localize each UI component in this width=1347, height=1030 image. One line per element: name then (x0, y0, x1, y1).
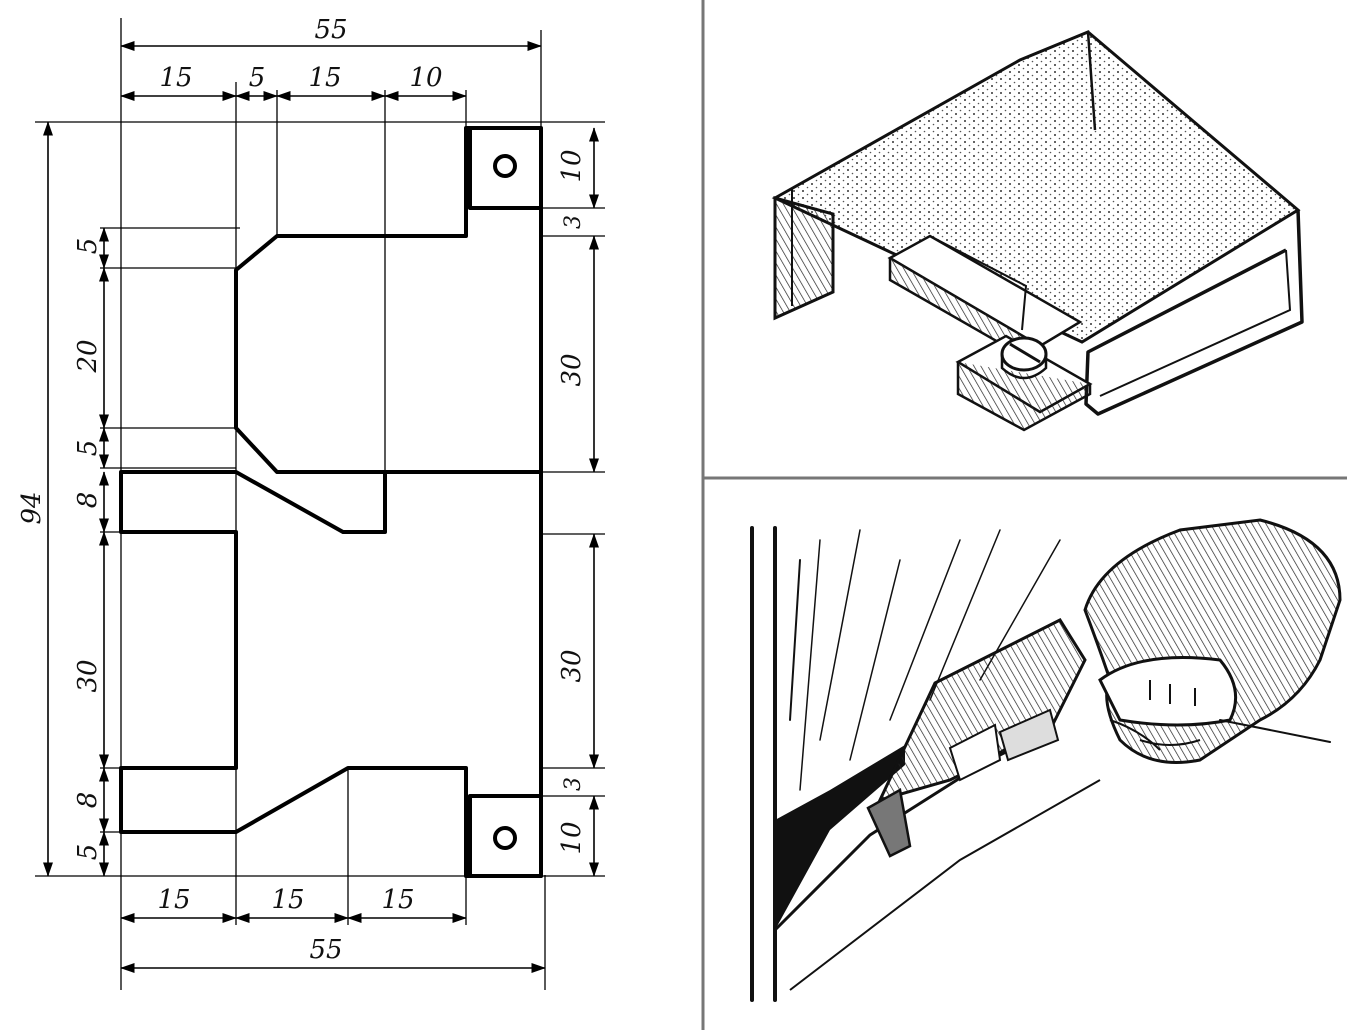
dim-right-e: 3 (561, 777, 586, 791)
part-outline (119, 126, 543, 878)
dim-right-b: 3 (561, 215, 586, 229)
dim-left-total: 94 (17, 491, 47, 524)
dim-left-g: 5 (73, 844, 103, 861)
dim-top-seg1: 15 (159, 63, 192, 93)
dim-top-seg2: 5 (249, 63, 266, 93)
dim-top-overall: 55 (314, 15, 347, 45)
clip-left-tab (773, 196, 835, 321)
dim-bottom-seg2: 15 (271, 885, 304, 915)
dim-right-a: 10 (557, 149, 587, 182)
panel-dividers (701, 0, 1347, 1030)
dim-bottom-overall: 55 (309, 935, 342, 965)
dim-left-d: 8 (73, 492, 103, 509)
dim-left-b: 20 (73, 339, 103, 373)
bottom-dimensions: 15 15 15 55 (120, 885, 546, 974)
dim-right-f: 10 (557, 821, 587, 854)
screw-icon (1000, 336, 1048, 380)
technical-drawing: 55 15 5 15 10 15 15 15 55 94 (17, 15, 605, 990)
dim-right-d: 30 (557, 649, 587, 682)
usage-illustration (750, 518, 1342, 1002)
dim-left-f: 8 (73, 792, 103, 809)
clip-illustration (771, 30, 1304, 432)
dim-left-e: 30 (73, 659, 103, 692)
glass-reflections (789, 529, 1061, 791)
left-dimensions: 94 5 20 5 8 30 8 5 (17, 121, 110, 877)
dim-right-c: 30 (557, 353, 587, 386)
dim-top-seg4: 10 (409, 63, 442, 93)
dim-left-c: 5 (73, 440, 103, 457)
dim-bottom-seg3: 15 (381, 885, 414, 915)
right-dimensions: 10 3 30 30 3 10 (557, 127, 600, 877)
dim-left-a: 5 (73, 238, 103, 255)
dim-bottom-seg1: 15 (157, 885, 190, 915)
top-dimensions: 55 15 5 15 10 (120, 15, 542, 102)
dim-top-seg3: 15 (308, 63, 341, 93)
tool-body (877, 618, 1087, 803)
mounting-hole-icon (493, 154, 517, 178)
mounting-hole-icon (493, 826, 517, 850)
